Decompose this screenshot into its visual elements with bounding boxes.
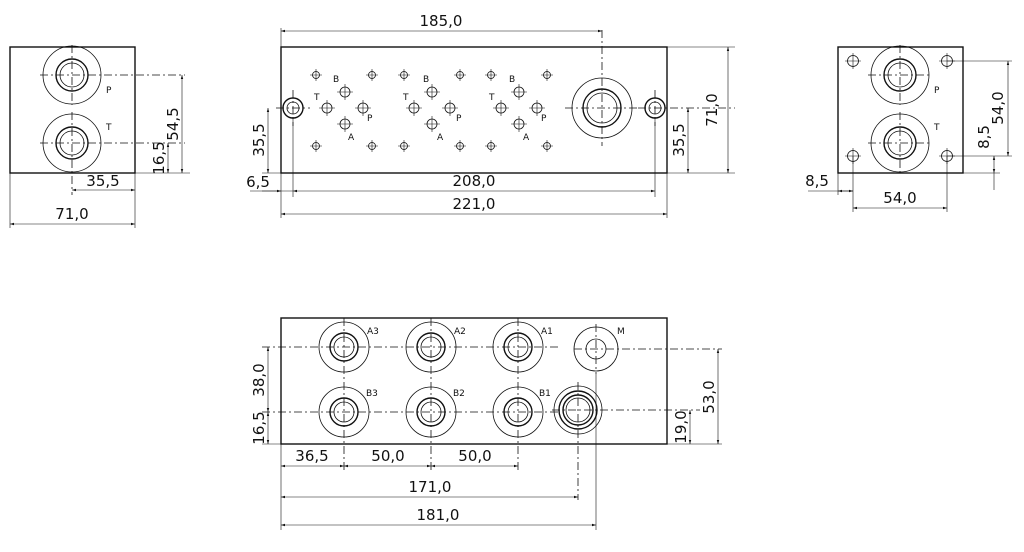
dim-top-hole-spacing: 208,0	[453, 172, 496, 190]
station1-port-a-label: A	[348, 133, 355, 143]
station3-port-p-label: P	[541, 114, 547, 124]
left-port-t-label: T	[105, 123, 112, 133]
dim-left-p-height: 54,5	[164, 107, 182, 140]
right-side-view: P T 54,0 8,5 8,5 54,0	[805, 45, 1012, 212]
dim-top-hole-offset: 6,5	[246, 173, 270, 191]
station1-port-t-label: T	[313, 93, 320, 103]
dim-top-left-hole-height: 35,5	[250, 123, 268, 156]
dim-front-upper-row-height: 38,0	[250, 363, 268, 396]
dim-front-first-offset: 36,5	[295, 447, 328, 465]
station2-port-t-label: T	[402, 93, 409, 103]
right-view-outline	[837, 46, 964, 174]
port-m-label: M	[617, 327, 625, 337]
dim-front-port-distance: 171,0	[409, 478, 452, 496]
dim-top-port-distance: 185,0	[420, 12, 463, 30]
station1-port-b-label: B	[333, 75, 339, 85]
right-port-t-label: T	[933, 123, 940, 133]
port-a1-label: A1	[541, 327, 553, 337]
dim-top-height: 71,0	[703, 93, 721, 126]
station3-port-a-label: A	[523, 133, 530, 143]
station2-port-a-label: A	[437, 133, 444, 143]
valve-station-3: B T P A	[485, 69, 553, 152]
dim-left-t-height: 16,5	[150, 141, 168, 174]
dim-front-tank-height: 19,0	[672, 410, 690, 443]
dim-right-edge-offset-vertical: 8,5	[975, 125, 993, 149]
left-port-p-label: P	[106, 86, 112, 96]
dim-front-lower-row-height: 16,5	[250, 411, 268, 444]
port-b2-label: B2	[453, 389, 465, 399]
dim-left-port-offset: 35,5	[86, 172, 119, 190]
dim-left-width: 71,0	[55, 205, 88, 223]
dim-right-hole-spacing-vertical: 54,0	[989, 91, 1007, 124]
port-a2-label: A2	[454, 327, 466, 337]
station3-port-b-label: B	[509, 75, 515, 85]
dim-top-overall-width: 221,0	[453, 195, 496, 213]
dim-right-edge-offset-horizontal: 8,5	[805, 172, 829, 190]
station1-port-p-label: P	[367, 114, 373, 124]
front-view: A3 A2 A1 M B3 B2 B1	[250, 317, 722, 530]
dim-front-pitch-2: 50,0	[458, 447, 491, 465]
dim-top-right-hole-height: 35,5	[670, 123, 688, 156]
left-view-outline	[9, 46, 136, 174]
dim-right-hole-spacing-horizontal: 54,0	[883, 189, 916, 207]
valve-station-1: B T P A	[310, 69, 378, 152]
top-view-outline	[280, 46, 668, 174]
dim-front-overall-length: 181,0	[417, 506, 460, 524]
top-view: B T P A B T P A B T P A	[246, 12, 735, 218]
port-b3-label: B3	[366, 389, 378, 399]
dim-front-pitch-1: 50,0	[371, 447, 404, 465]
port-a3-label: A3	[367, 327, 379, 337]
station3-port-t-label: T	[488, 93, 495, 103]
front-view-outline	[280, 317, 668, 445]
left-side-view: P T 54,5 16,5 35,5 71,0	[9, 45, 190, 228]
right-port-p-label: P	[934, 86, 940, 96]
port-b1-label: B1	[539, 389, 551, 399]
valve-station-2: B T P A	[398, 69, 466, 152]
dim-front-gauge-height: 53,0	[700, 380, 718, 413]
station2-port-p-label: P	[456, 114, 462, 124]
station2-port-b-label: B	[423, 75, 429, 85]
